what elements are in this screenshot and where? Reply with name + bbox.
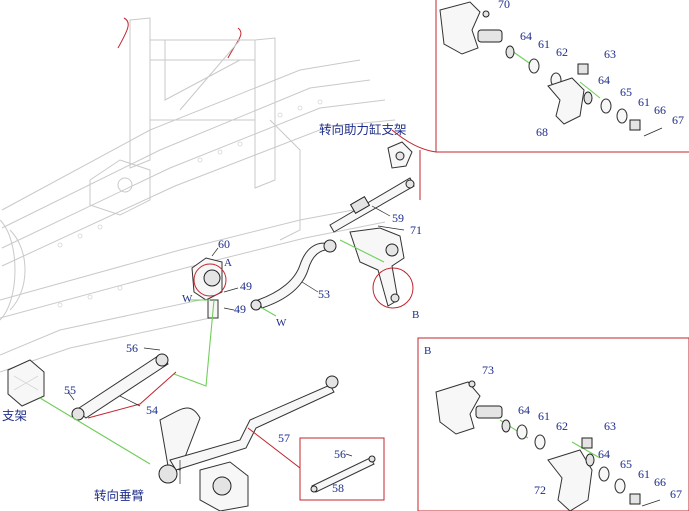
detail-b-item: 67 [670,487,682,501]
callout-58: 58 [332,481,344,495]
detail-b-item: 63 [604,419,616,433]
detail-b-item: 65 [620,457,632,471]
detail-b-item: 64 [598,447,610,461]
detail-b-item: 61 [538,409,550,423]
detail-b-item: 62 [556,419,568,433]
detail-b-item: 61 [638,467,650,481]
detail-a-item: 66 [654,103,666,117]
callout-54: 54 [146,403,158,417]
detail-b-callouts: 73 64 61 62 63 64 65 61 66 67 72 [482,363,682,501]
callout-56-b: 56 [334,447,346,461]
callout-53: 53 [318,287,330,301]
detail-b-item: 66 [654,475,666,489]
detail-b-item: 73 [482,363,494,377]
detail-a-item: 61 [638,95,650,109]
callout-56-a: 56 [126,341,138,355]
detail-a-item: 63 [604,47,616,61]
callout-57: 57 [278,431,290,445]
callout-49-a: 49 [240,279,252,293]
marker-a: A [224,257,232,269]
callout-60: 60 [218,237,230,251]
callout-55: 55 [64,383,76,397]
detail-a-item: 64 [598,73,610,87]
detail-a-callouts: 70 64 61 62 63 64 65 61 66 67 68 [498,0,684,139]
detail-a-item: 62 [556,45,568,59]
detail-a-item: 61 [538,37,550,51]
cylinder-bracket-label: 转向助力缸支架 [319,122,407,137]
callout-59: 59 [392,211,404,225]
detail-a-item: 70 [498,0,510,11]
pitman-arm-label: 转向垂臂 [94,488,144,503]
detail-b-item: 72 [534,483,546,497]
detail-b-panel [417,337,689,511]
detail-b-item: 64 [518,403,530,417]
detail-b-title: B [424,345,431,357]
callout-71: 71 [410,223,422,237]
detail-a-item: 67 [672,113,684,127]
green-leaders [39,50,601,465]
steering-assembly [7,141,415,511]
marker-w-1: W [182,293,193,305]
marker-b: B [412,309,419,321]
bracket-label: 支架 [2,408,27,423]
red-leaders [87,150,421,501]
detail-a-item: 68 [536,125,548,139]
callout-49-b: 49 [234,302,246,316]
marker-w-2: W [276,317,287,329]
black-leaders [67,205,405,484]
detail-a-item: 65 [620,85,632,99]
detail-a-panel [435,0,689,153]
truck-frame-drawing [0,17,437,373]
detail-a-item: 64 [520,29,532,43]
